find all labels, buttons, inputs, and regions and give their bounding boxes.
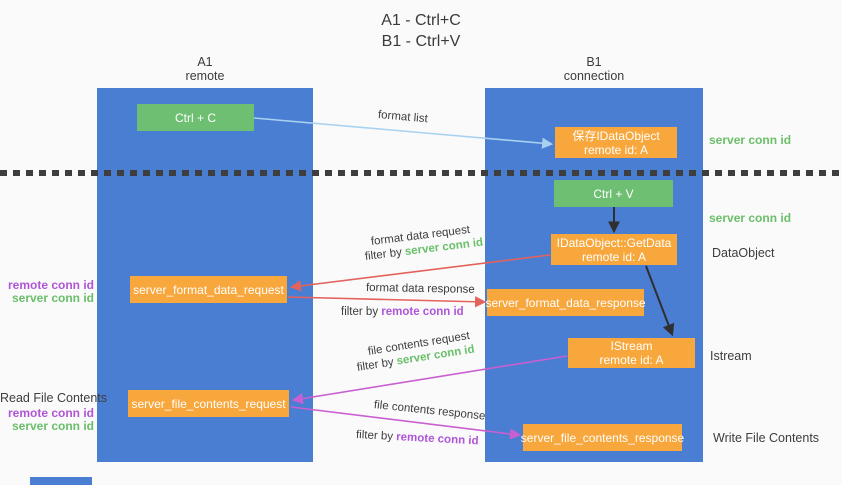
node-save-idataobject-line1: 保存IDataObject — [572, 128, 660, 143]
node-server-file-contents-response-label: server_file_contents_response — [520, 430, 685, 445]
label-filter-by-remote-conn-id-1: filter by remote conn id — [341, 306, 464, 318]
annotation-write-file-contents: Write File Contents — [713, 431, 820, 445]
node-ctrl-v-label: Ctrl + V — [593, 186, 634, 201]
lane-b1-role: connection — [563, 69, 625, 83]
annotation-conn-ids-file: remote conn id server conn id — [0, 407, 94, 433]
annotation-dataobject: DataObject — [712, 246, 775, 260]
label-format-list: format list — [377, 109, 429, 126]
label-format-data-response: format data response — [365, 282, 475, 296]
node-server-format-data-request-label: server_format_data_request — [133, 282, 284, 297]
filter-by-prefix-2: filter by — [341, 306, 382, 318]
node-server-file-contents-request: server_file_contents_request — [128, 390, 289, 417]
node-server-format-data-response-label: server_format_data_response — [485, 295, 646, 310]
node-ctrl-v: Ctrl + V — [554, 180, 673, 207]
node-server-format-data-response: server_format_data_response — [485, 289, 646, 316]
node-istream-line2: remote id: A — [599, 353, 664, 367]
node-server-format-data-request: server_format_data_request — [130, 276, 287, 303]
lane-header-b1: B1 connection — [485, 55, 703, 83]
annotation-remote-conn-id-2: remote conn id — [7, 406, 94, 420]
node-server-file-contents-request-label: server_file_contents_request — [131, 396, 286, 411]
lane-a1-role: remote — [185, 69, 225, 83]
filter-by-prefix-1: filter by — [364, 246, 406, 263]
arrow-format-data-response — [287, 296, 487, 308]
annotation-server-conn-id-top: server conn id — [709, 133, 792, 147]
label-file-contents-response: file contents response — [373, 399, 486, 423]
filter-by-value-4: remote conn id — [395, 431, 479, 448]
node-idataobject-getdata-line1: IDataObject::GetData — [556, 235, 672, 250]
title-line-1: A1 - Ctrl+C — [381, 12, 461, 29]
node-server-file-contents-response: server_file_contents_response — [520, 424, 685, 451]
annotation-server-conn-id-1: server conn id — [11, 291, 94, 305]
bottom-blue-strip — [30, 477, 92, 485]
filter-by-prefix-4: filter by — [355, 429, 397, 444]
annotation-remote-conn-id-1: remote conn id — [7, 278, 94, 292]
filter-by-prefix-3: filter by — [356, 355, 398, 374]
node-ctrl-c: Ctrl + C — [137, 104, 254, 131]
node-idataobject-getdata: IDataObject::GetData remote id: A — [551, 234, 677, 265]
node-save-idataobject: 保存IDataObject remote id: A — [555, 127, 677, 158]
annotation-conn-ids-format: remote conn id server conn id — [0, 279, 94, 305]
title-line-2: B1 - Ctrl+V — [381, 33, 461, 50]
annotation-server-conn-id-2: server conn id — [11, 419, 94, 433]
node-save-idataobject-line2: remote id: A — [583, 142, 649, 157]
annotation-istream: Istream — [710, 349, 752, 363]
filter-by-value-2: remote conn id — [381, 306, 464, 318]
node-istream-line1: IStream — [610, 339, 653, 353]
annotation-read-file-contents: Read File Contents — [0, 391, 108, 405]
clipboard-boundary-dotted-line — [0, 170, 842, 176]
annotation-server-conn-id-mid: server conn id — [709, 211, 792, 225]
lane-b1-name: B1 — [586, 55, 602, 69]
label-filter-by-remote-conn-id-2: filter by remote conn id — [356, 429, 479, 447]
lane-a1-name: A1 — [197, 55, 213, 69]
node-istream: IStream remote id: A — [568, 338, 695, 368]
node-idataobject-getdata-line2: remote id: A — [581, 249, 647, 264]
node-ctrl-c-label: Ctrl + C — [174, 110, 216, 125]
diagram-title: A1 - Ctrl+C B1 - Ctrl+V — [0, 10, 842, 52]
lane-header-a1: A1 remote — [97, 55, 313, 83]
